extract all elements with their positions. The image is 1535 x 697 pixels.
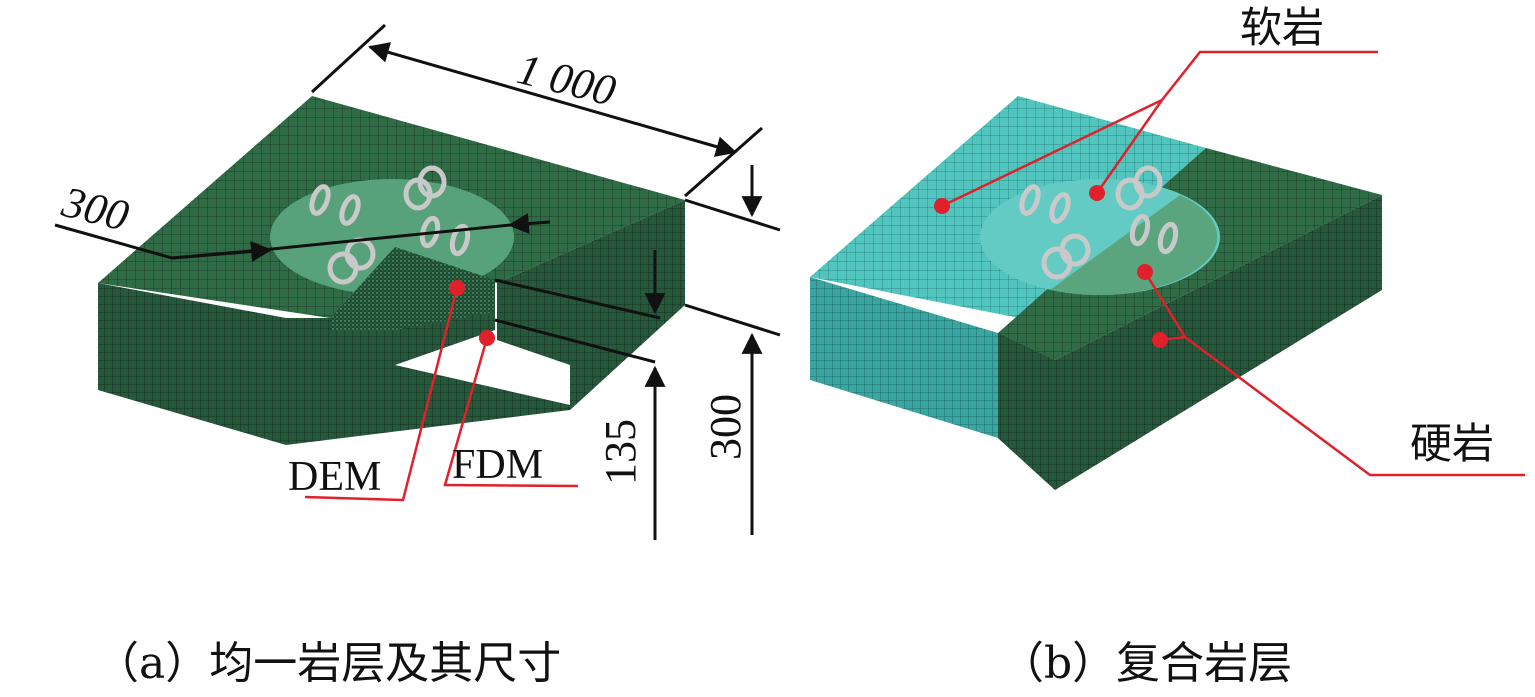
ext-line: [310, 23, 387, 94]
soft-marker: [934, 198, 950, 214]
dim-300v-label: 300: [701, 394, 750, 460]
ring-icon: [339, 194, 361, 226]
dem-cut-right: [395, 247, 495, 330]
soft-rock-label: 软岩: [1240, 6, 1324, 52]
right-side-face: [497, 200, 685, 410]
dim-300-label: 300: [57, 177, 134, 241]
cutter-rings-b: [1019, 165, 1179, 280]
dimension-lines: [54, 23, 781, 540]
hard-leader: [1184, 335, 1525, 477]
dem-marker: [449, 280, 465, 296]
hard-marker: [1152, 332, 1168, 348]
dem-leader: [304, 287, 459, 502]
panel-a-model: [98, 96, 685, 445]
cutter-rings: [309, 165, 471, 285]
soft-marker: [1089, 185, 1105, 201]
ring-icon: [309, 184, 331, 216]
ext-line: [684, 198, 781, 232]
ring-icon: [417, 165, 447, 199]
ring-icon: [1059, 233, 1091, 267]
side-soft: [810, 277, 998, 438]
soft-leader: [1161, 50, 1378, 101]
ext-line: [684, 126, 763, 198]
fdm-leader: [443, 337, 579, 488]
ring-icon: [1049, 192, 1071, 224]
panel-b-model: [810, 96, 1382, 490]
front-hard-face: [998, 333, 1055, 490]
dim-300-line: [171, 241, 273, 263]
fdm-label: FDM: [452, 442, 543, 488]
caption-a: （a）均一岩层及其尺寸: [95, 638, 561, 689]
ring-icon: [1019, 184, 1041, 216]
ring-icon: [1157, 221, 1179, 255]
dem-label: DEM: [288, 454, 381, 500]
ext-line: [494, 278, 661, 320]
caption-b: （b）复合岩层: [1000, 638, 1292, 689]
dim-1000-line: [367, 42, 738, 157]
dem-disc-hard: [1050, 195, 1218, 296]
notch-front-face: [286, 318, 570, 445]
dem-cut-left: [330, 247, 395, 330]
hard-rock-label: 硬岩: [1410, 422, 1494, 468]
soft-hard-annotations: [941, 50, 1525, 477]
dem-fdm-annotations: [304, 287, 579, 502]
dim-135-label: 135: [596, 419, 645, 485]
ext-line: [494, 318, 656, 364]
fdm-marker: [479, 330, 495, 346]
ext-line: [684, 303, 781, 337]
dim-1000-label: 1 000: [513, 44, 621, 115]
side-right-hard: [1055, 195, 1382, 490]
ring-icon: [1133, 165, 1163, 199]
ring-icon: [1129, 213, 1151, 247]
ring-icon: [449, 223, 471, 257]
left-side-face: [98, 283, 286, 445]
hard-marker: [1137, 264, 1153, 280]
